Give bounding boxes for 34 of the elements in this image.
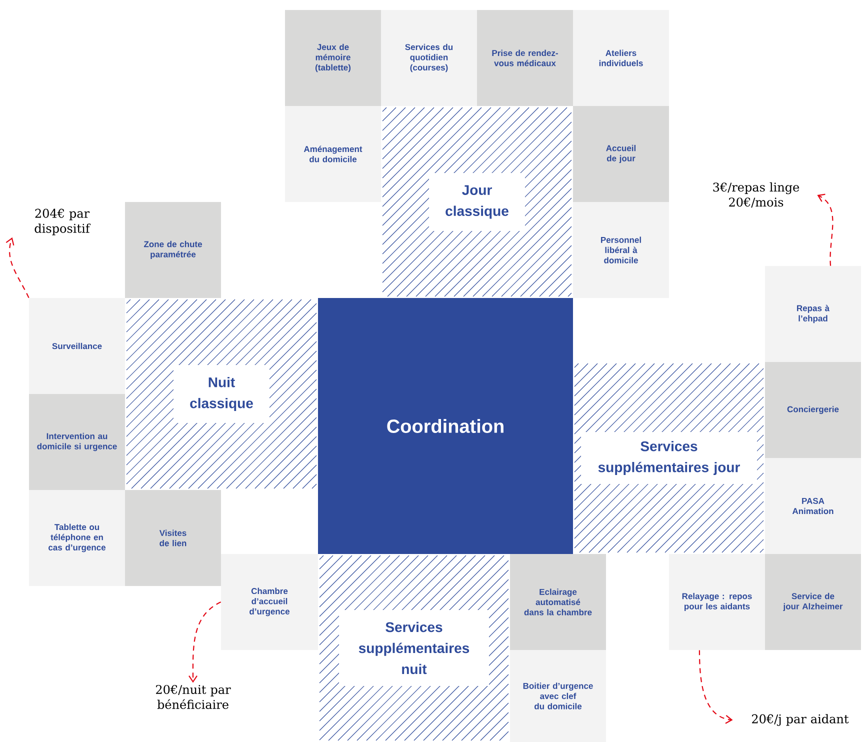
service-cell: Ateliers individuels bbox=[573, 10, 669, 106]
service-cell: Relayage : repos pour les aidants bbox=[669, 554, 765, 650]
dashed-arrow bbox=[6, 237, 30, 298]
service-cell: Prise de rendez-vous médicaux bbox=[477, 10, 573, 106]
hatched-block: Services supplémentaires nuit bbox=[319, 555, 509, 741]
dashed-arrow bbox=[188, 602, 222, 683]
price-note: 20€/nuit par bénéficiaire bbox=[156, 684, 231, 710]
dashed-arrow bbox=[817, 194, 834, 266]
service-cell: Conciergerie bbox=[765, 362, 861, 458]
price-note: 20€/j par aidant bbox=[752, 714, 849, 726]
service-cell: Services du quotidien (courses) bbox=[381, 10, 477, 106]
service-cell: Intervention au domicile si urgence bbox=[29, 394, 125, 490]
service-cell: Tablette ou téléphone en cas d’urgence bbox=[29, 490, 125, 586]
hatched-block: Services supplémentaires jour bbox=[574, 363, 764, 553]
hatched-block: Jour classique bbox=[382, 107, 572, 297]
service-cell: Service de jour Alzheimer bbox=[765, 554, 861, 650]
service-cell: Eclairage automatisé dans la chambre bbox=[510, 554, 606, 650]
service-cell: Zone de chute paramétrée bbox=[125, 202, 221, 298]
central-block: Coordination bbox=[318, 298, 573, 554]
service-cell: Personnel libéral à domicile bbox=[573, 202, 669, 298]
service-cell: Visites de lien bbox=[125, 490, 221, 586]
service-cell: Chambre d’accueil d’urgence bbox=[221, 554, 318, 650]
service-cell: Accueil de jour bbox=[573, 106, 669, 202]
hatched-block: Nuit classique bbox=[126, 299, 317, 489]
service-cell: PASA Animation bbox=[765, 458, 861, 554]
node-label: Services supplémentaires jour bbox=[598, 440, 740, 476]
price-note: 3€/repas linge 20€/mois bbox=[713, 182, 800, 208]
service-cell: Repas à l’ehpad bbox=[765, 266, 861, 362]
service-cell: Surveillance bbox=[29, 298, 125, 394]
service-cell: Boitier d’urgence avec clef du domicile bbox=[510, 650, 606, 742]
service-cell: Aménagement du domicile bbox=[285, 106, 381, 202]
service-cell: Jeux de mémoire (tablette) bbox=[285, 10, 381, 106]
price-note: 204€ par dispositif bbox=[34, 208, 91, 236]
dashed-arrow bbox=[698, 650, 733, 724]
